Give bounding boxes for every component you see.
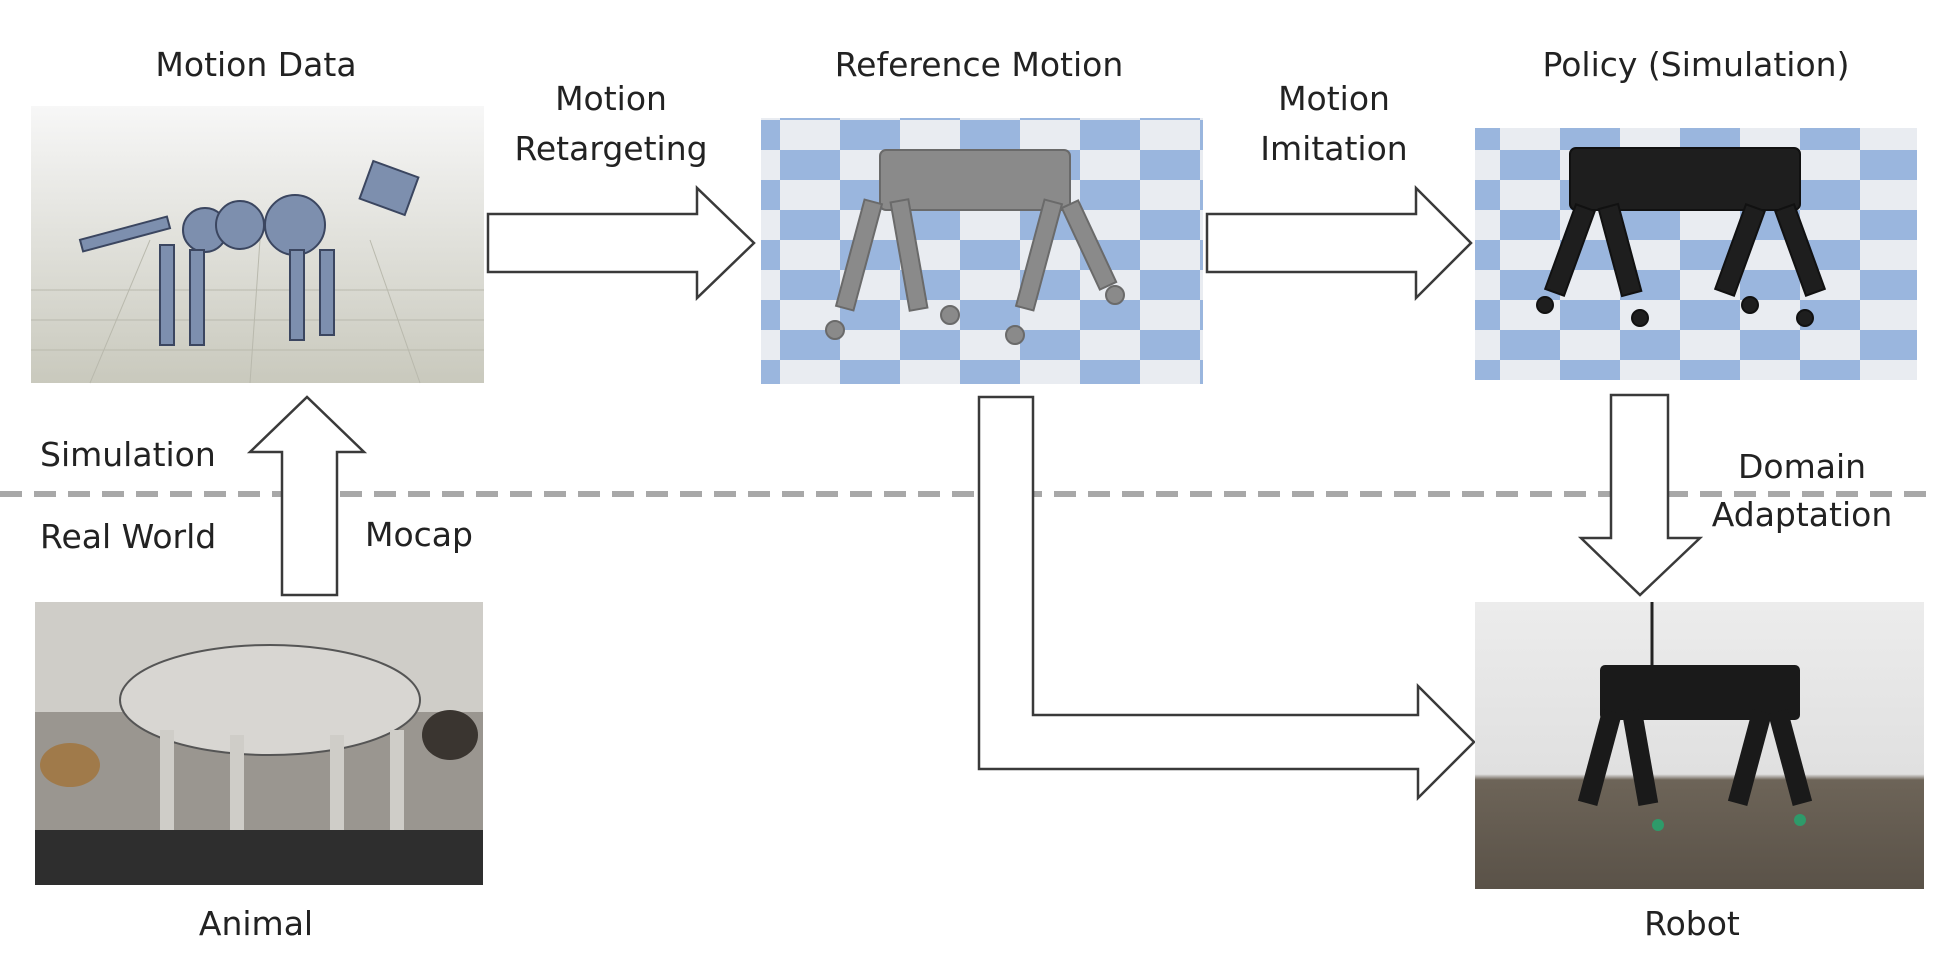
reference-motion-image <box>761 118 1203 384</box>
domain-adaptation-arrow <box>1577 393 1704 597</box>
mocap-arrow <box>246 395 368 597</box>
policy-simulation-image <box>1475 128 1917 380</box>
imitation-label-line2: Imitation <box>1260 129 1407 168</box>
animal-title: Animal <box>199 904 313 943</box>
animal-image <box>35 602 483 885</box>
mocap-label: Mocap <box>365 515 473 554</box>
domain-adaptation-label-line2: Adaptation <box>1712 495 1893 534</box>
imitation-arrow <box>1205 184 1473 302</box>
real-world-label: Real World <box>40 517 216 556</box>
motion-data-image <box>31 106 484 384</box>
motion-data-title: Motion Data <box>155 45 356 84</box>
reference-motion-title: Reference Motion <box>835 45 1124 84</box>
retargeting-label-line2: Retargeting <box>514 129 707 168</box>
retargeting-label-line1: Motion <box>555 79 667 118</box>
retargeting-arrow <box>486 185 756 301</box>
simulation-label: Simulation <box>40 435 216 474</box>
robot-image <box>1475 602 1924 889</box>
robot-title: Robot <box>1644 904 1740 943</box>
policy-title: Policy (Simulation) <box>1543 45 1850 84</box>
domain-adaptation-label-line1: Domain <box>1738 447 1866 486</box>
reference-to-robot-arrow <box>977 395 1476 802</box>
imitation-label-line1: Motion <box>1278 79 1390 118</box>
